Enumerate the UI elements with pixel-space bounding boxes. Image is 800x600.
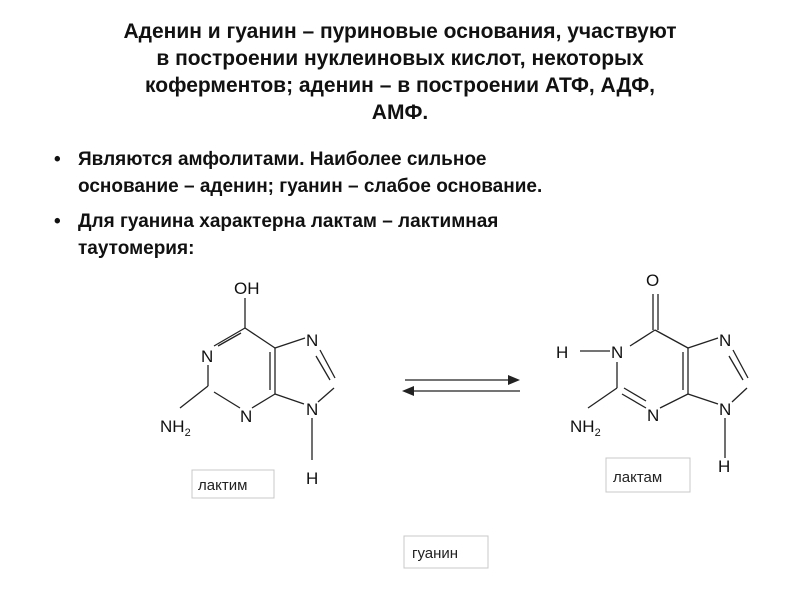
lactam-n7-label: N xyxy=(719,331,731,350)
title-line-2: в построении нуклеиновых кислот, некотор… xyxy=(156,47,644,70)
lactim-n7-label: N xyxy=(306,331,318,350)
lactam-o-label: O xyxy=(646,271,659,290)
bullet-1-line-1: Являются амфолитами. Наиболее сильное xyxy=(78,149,487,170)
lactam-structure xyxy=(580,294,749,458)
bullet-2-line-2: таутомерия: xyxy=(78,238,195,259)
equilibrium-arrows xyxy=(402,375,520,396)
lactim-label-box: лактим xyxy=(191,469,275,499)
lactam-label: лактам xyxy=(613,469,662,486)
title-line-1: Аденин и гуанин – пуриновые основания, у… xyxy=(123,20,677,43)
bullet-list: Являются амфолитами. Наиболее сильное ос… xyxy=(50,146,770,270)
title-line-4: АМФ. xyxy=(371,101,429,124)
lactim-h-label: H xyxy=(306,469,318,488)
slide-title: Аденин и гуанин – пуриновые основания, у… xyxy=(40,18,760,126)
lactim-atoms: OH N N N N NH2 H xyxy=(160,279,318,488)
lactim-oh-label: OH xyxy=(234,279,260,298)
title-line-3: коферментов; аденин – в построении АТФ, … xyxy=(145,74,655,97)
lactam-atoms: O H N N N N NH2 H xyxy=(556,271,731,476)
bullet-1-line-2: основание – аденин; гуанин – слабое осно… xyxy=(78,176,543,197)
bullet-item-amphoteric: Являются амфолитами. Наиболее сильное ос… xyxy=(50,146,770,200)
lactam-n9-label: N xyxy=(719,400,731,419)
lactim-nh2-label: NH2 xyxy=(160,417,191,439)
lactim-n9-label: N xyxy=(306,400,318,419)
lactam-n1-label: N xyxy=(611,343,623,362)
caption-box: гуанин xyxy=(403,535,489,569)
bullet-item-tautomerism: Для гуанина характерна лактам – лактимна… xyxy=(50,208,770,262)
guanine-caption: гуанин xyxy=(412,545,458,562)
lactim-n3-label: N xyxy=(240,407,252,426)
lactim-structure xyxy=(179,298,336,460)
lactam-n3-label: N xyxy=(647,406,659,425)
lactim-label: лактим xyxy=(198,477,247,494)
lactam-h-label: H xyxy=(718,457,730,476)
lactim-n1-label: N xyxy=(201,347,213,366)
lactam-nh2-label: NH2 xyxy=(570,417,601,439)
lactam-h1-label: H xyxy=(556,343,568,362)
bullet-2-line-1: Для гуанина характерна лактам – лактимна… xyxy=(78,211,499,232)
lactam-label-box: лактам xyxy=(605,457,691,493)
